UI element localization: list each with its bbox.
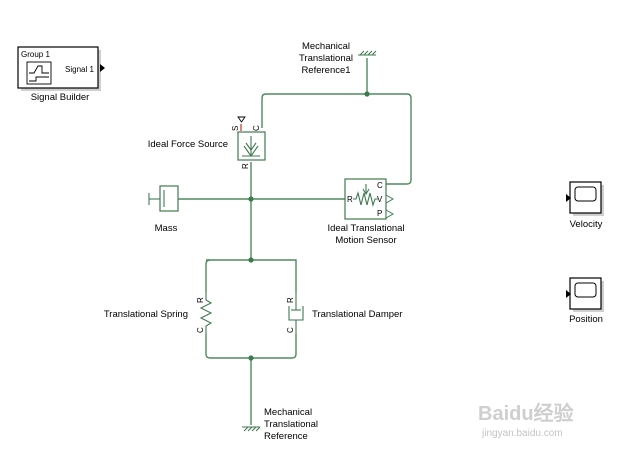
sensor-port-c: C (377, 181, 383, 190)
wire-source-c-to-sensor-c[interactable] (261, 93, 412, 185)
position-scope-label: Position (569, 314, 603, 325)
ideal-force-source-label: Ideal Force Source (148, 139, 228, 150)
ground-hatch-icon (243, 426, 261, 432)
sensor-port-r: R (347, 195, 353, 204)
translational-spring-block[interactable]: R C Translational Spring (104, 292, 213, 334)
watermark-logo-text: Baidu经验 (478, 401, 574, 425)
sensor-spring-icon (353, 184, 378, 207)
position-input-port[interactable] (566, 290, 571, 298)
connection-lines (178, 58, 412, 425)
reference-top-label-3: Reference1 (301, 65, 350, 76)
reference-top-label-1: Mechanical (302, 41, 350, 52)
junction-dot (248, 257, 254, 263)
source-port-r: R (241, 163, 250, 169)
spring-coil-icon (199, 292, 213, 334)
junction-dot (364, 91, 370, 97)
mass-label: Mass (155, 223, 178, 234)
source-port-s: S (231, 126, 240, 131)
wire-top-left[interactable] (205, 259, 211, 292)
position-scope-block[interactable]: Position (566, 277, 604, 325)
damper-dashpot-icon (288, 292, 304, 334)
motion-sensor-label-1: Ideal Translational (327, 223, 404, 234)
reference-bottom-label-1: Mechanical (264, 407, 312, 418)
damper-port-c: C (286, 327, 295, 333)
mechanical-reference-bottom[interactable]: Mechanical Translational Reference (242, 407, 318, 442)
source-port-c: C (252, 125, 261, 131)
signal-output-port[interactable] (100, 64, 105, 72)
damper-port-r: R (286, 297, 295, 303)
spring-port-c: C (196, 327, 205, 333)
sensor-v-output-icon[interactable] (385, 194, 395, 204)
velocity-input-port[interactable] (566, 194, 571, 202)
reference-top-label-2: Translational (299, 53, 353, 64)
wire-top-rail[interactable] (206, 259, 297, 292)
source-input-port-icon[interactable] (237, 116, 246, 123)
velocity-scope-block[interactable]: Velocity (566, 181, 604, 230)
motion-sensor-block[interactable]: C R V P Ideal Translational Motion Senso… (327, 178, 405, 246)
ground-hatch-icon (359, 50, 377, 56)
force-arrow-icon (242, 136, 260, 157)
spring-port-r: R (196, 297, 205, 303)
velocity-scope-label: Velocity (570, 219, 603, 230)
junction-dot (248, 196, 254, 202)
wire-bottom-rail[interactable] (205, 334, 297, 359)
translational-damper-label: Translational Damper (312, 309, 402, 320)
reference-bottom-label-3: Reference (264, 431, 308, 442)
reference-bottom-label-2: Translational (264, 419, 318, 430)
mass-block[interactable]: Mass (148, 185, 179, 234)
watermark-url-text: jingyan.baidu.com (481, 428, 563, 439)
sensor-port-v: V (377, 195, 383, 204)
baidu-watermark: Baidu经验 jingyan.baidu.com (478, 401, 574, 439)
mechanical-reference-top[interactable]: Mechanical Translational Reference1 (299, 41, 377, 76)
scope-screen-icon (574, 282, 597, 298)
ideal-force-source-block[interactable]: S C R Ideal Force Source (148, 116, 266, 169)
sensor-p-output-icon[interactable] (385, 209, 395, 219)
junction-dot (248, 355, 254, 361)
translational-spring-label: Translational Spring (104, 309, 188, 320)
translational-damper-block[interactable]: R C Translational Damper (286, 292, 402, 334)
signal-builder-signal-label: Signal 1 (65, 65, 94, 74)
sensor-port-p: P (377, 209, 382, 218)
signal-builder-group-label: Group 1 (21, 50, 50, 59)
signal-builder-label: Signal Builder (31, 92, 90, 103)
signal-waveform-icon (26, 61, 52, 85)
signal-builder-block[interactable]: Group 1 Signal 1 Signal Builder (17, 46, 105, 103)
motion-sensor-label-2: Motion Sensor (335, 235, 396, 246)
scope-screen-icon (574, 186, 597, 202)
